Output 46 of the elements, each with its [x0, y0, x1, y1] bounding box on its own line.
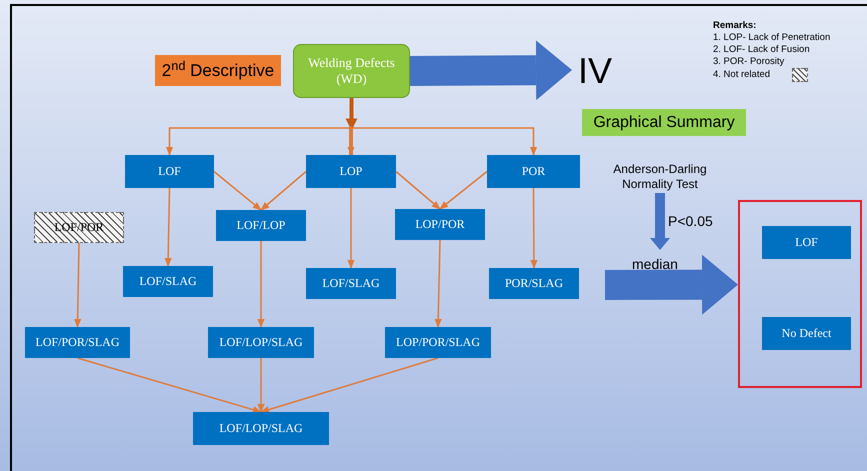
arrow [352, 127, 538, 156]
root-box: Welding Defects (WD) [293, 44, 410, 98]
defect-box: POR [487, 155, 580, 188]
arrow [347, 126, 355, 156]
defect-box: LOF [762, 226, 851, 259]
arrow [260, 170, 306, 211]
arrow [347, 188, 355, 269]
block-arrow [604, 254, 738, 315]
defect-box: LOF/LOP/SLAG [208, 327, 314, 358]
defect-box: LOF [125, 155, 214, 188]
defect-box: LOF/SLAG [306, 268, 396, 299]
node-text: IV [572, 48, 618, 92]
defect-box: LOP/POR [395, 209, 485, 240]
arrow [396, 170, 441, 210]
legend-text: 4. Not related [713, 69, 770, 81]
node-text: Anderson-Darling Normality Test [598, 161, 722, 193]
arrow [166, 127, 352, 156]
defect-box: POR/SLAG [489, 268, 579, 299]
arrow [260, 357, 438, 414]
remark-text: Remarks: [713, 20, 758, 32]
arrow [434, 240, 442, 328]
defect-box: LOF/POR/SLAG [25, 327, 130, 358]
arrow [439, 170, 488, 210]
arrow [77, 357, 262, 414]
edge-label: P<0.05 [668, 212, 713, 231]
arrow [530, 188, 538, 269]
defect-box: LOF/SLAG [123, 266, 213, 297]
arrow [164, 188, 172, 267]
arrow [74, 242, 82, 328]
summary-box: Graphical Summary [582, 109, 746, 136]
arrow [257, 241, 265, 328]
defect-box: LOP/POR/SLAG [385, 327, 491, 358]
block-arrow [650, 193, 670, 250]
defect-box: LOP [306, 155, 396, 188]
remark-text: 3. POR- Porosity [713, 56, 786, 68]
edge-label: median [632, 255, 678, 274]
arrow [257, 358, 265, 413]
trunk-arrow [346, 98, 358, 130]
result-frame [738, 200, 862, 388]
remark-text: 2. LOF- Lack of Fusion [713, 44, 811, 56]
defect-box: No Defect [762, 317, 851, 350]
title-box: 2$^{nd}$ Descriptive [155, 55, 281, 86]
arrow [214, 170, 262, 211]
remark-text: 1. LOP- Lack of Penetration [713, 32, 830, 44]
defect-box: LOF/LOP/SLAG [193, 412, 329, 445]
defect-box: LOF/LOP [216, 210, 306, 241]
